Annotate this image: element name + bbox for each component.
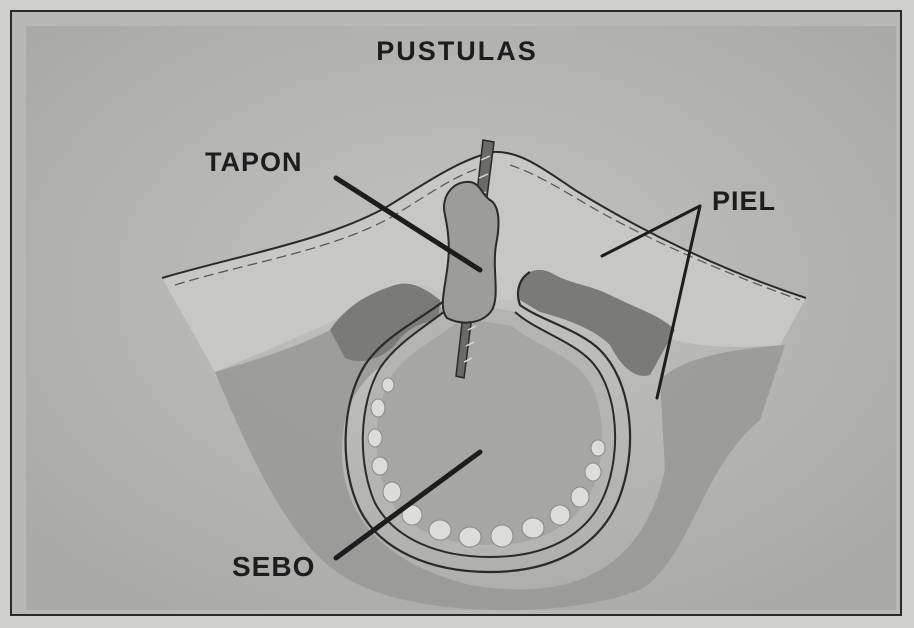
diagram-title: PUSTULAS — [0, 36, 914, 67]
label-tapon: TAPON — [205, 147, 303, 178]
label-sebo: SEBO — [232, 551, 315, 583]
label-piel: PIEL — [712, 186, 776, 217]
